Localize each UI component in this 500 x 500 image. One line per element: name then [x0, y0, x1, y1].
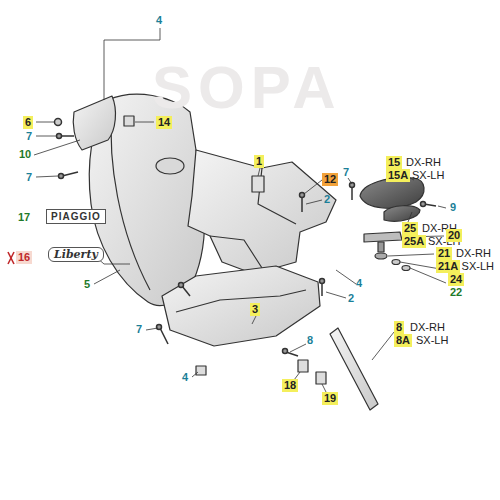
screw: [350, 183, 355, 201]
nut: [55, 119, 62, 126]
callout-number: 20: [446, 229, 462, 242]
callout-number: 24: [448, 273, 464, 286]
callout-number: 4: [154, 14, 164, 27]
screw: [59, 172, 79, 179]
screw: [157, 325, 169, 345]
clip: [196, 366, 206, 375]
callout-number: 15: [386, 156, 402, 169]
callout-number: 8: [394, 321, 404, 334]
footrest: [360, 178, 424, 209]
floor-panel: [188, 150, 336, 274]
callout-number: 7: [24, 130, 34, 143]
under-cover-ridge: [176, 290, 306, 312]
callout-number: 7: [341, 166, 351, 179]
hinge-bracket: [364, 232, 402, 242]
washer: [392, 260, 400, 265]
callout-number: 15A: [386, 169, 410, 182]
side-label: DX-RH: [454, 247, 493, 260]
leader-lines: [34, 28, 446, 392]
bushing: [375, 253, 387, 259]
shield-edge: [111, 112, 150, 290]
hinge-pin: [378, 242, 384, 252]
clip: [124, 116, 134, 126]
callout-number: 8A: [394, 334, 412, 347]
callout-number: 2: [322, 193, 332, 206]
side-label: SX-LH: [410, 169, 446, 182]
callout-number: 25A: [402, 235, 426, 248]
footrest-pad: [384, 206, 420, 222]
callout-number: 3: [250, 303, 260, 316]
screw: [300, 193, 305, 213]
upper-cover: [73, 96, 115, 150]
callout-number: 14: [156, 116, 172, 129]
watermark: SOPA: [150, 56, 344, 120]
logo-text: Liberty: [48, 247, 104, 262]
callout-number: 9: [448, 201, 458, 214]
callout-number: 19: [322, 392, 338, 405]
callout-number: 10: [17, 148, 33, 161]
side-label: SX-LH: [414, 334, 450, 347]
grille-recess: [156, 158, 184, 174]
side-label: DX-RH: [404, 156, 443, 169]
screw: [179, 283, 191, 297]
floor-tab: [252, 176, 264, 192]
side-label: DX-RH: [408, 321, 447, 334]
callout-number: 17: [16, 211, 32, 224]
callout-number: 7: [24, 171, 34, 184]
mark-symbol: [8, 252, 14, 264]
badge-text: PIAGGIO: [46, 209, 106, 224]
callout-number: 8: [305, 334, 315, 347]
washer: [402, 266, 410, 271]
screw: [320, 279, 325, 297]
callout-number: 16: [16, 251, 32, 264]
callout-number: 18: [282, 379, 298, 392]
screw: [57, 134, 75, 139]
callout-number: 5: [82, 278, 92, 291]
callout-number: 21A: [436, 260, 460, 273]
callout-number: 22: [448, 286, 464, 299]
callout-number: 2: [346, 292, 356, 305]
callout-number: 6: [23, 116, 33, 129]
callout-number: 1: [254, 155, 264, 168]
callout-number: 4: [180, 371, 190, 384]
side-label: SX-LH: [460, 260, 496, 273]
clip: [298, 360, 308, 372]
under-cover: [162, 266, 320, 346]
clip: [316, 372, 326, 384]
callout-number: 25: [402, 222, 418, 235]
callout-number: 4: [354, 277, 364, 290]
callout-number: 12: [322, 173, 338, 186]
callout-number: 7: [134, 323, 144, 336]
floor-panel-rim: [210, 168, 296, 268]
screw: [421, 202, 437, 207]
callout-number: 21: [436, 247, 452, 260]
